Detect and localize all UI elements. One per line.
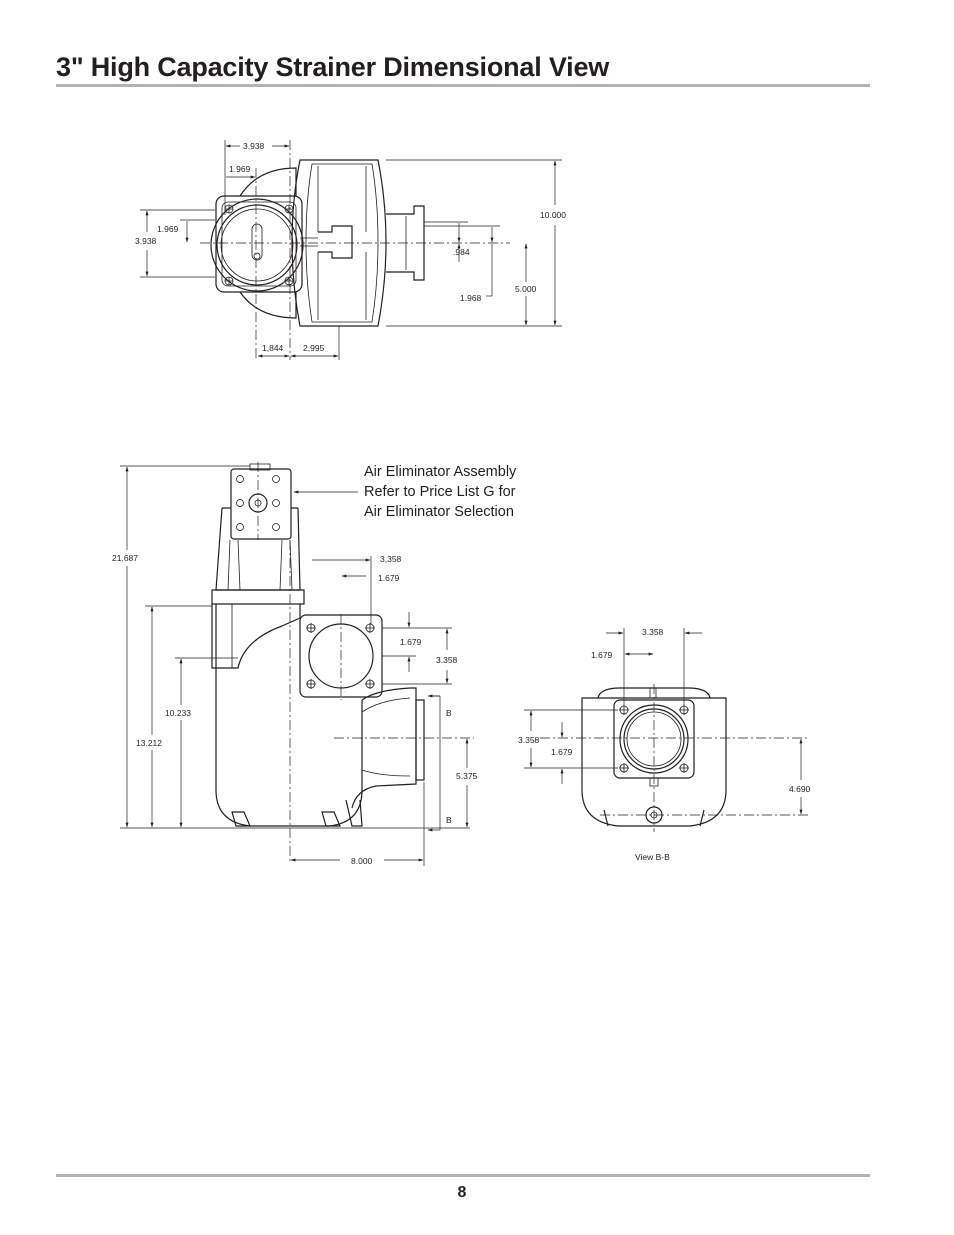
title-divider: [56, 84, 870, 87]
dim-21687: 21.687: [112, 553, 138, 563]
dim-5000: 5.000: [515, 284, 537, 294]
dim-1844: 1,844: [262, 343, 284, 353]
view-bb-dimensions: 3.358 1.679 3.358 1.679 4.690: [518, 627, 811, 815]
dim-bb-4690: 4.690: [789, 784, 811, 794]
side-view: Air Eliminator Assembly Refer to Price L…: [112, 462, 517, 866]
footer-divider: [56, 1174, 870, 1177]
top-view-dimensions: 3.938 1.969 1.969 3.938 .984 1.968: [135, 140, 566, 360]
callout-line-3: Air Eliminator Selection: [364, 504, 514, 520]
dim-1969-vertical: 1.969: [157, 224, 179, 234]
dim-3938-horizontal: 3.938: [243, 141, 265, 151]
dim-bb-1679-top: 1.679: [591, 650, 613, 660]
dim-3358-top: 3,358: [380, 554, 402, 564]
dim-2995: 2,995: [303, 343, 325, 353]
dim-5375: 5.375: [456, 771, 478, 781]
dim-1679-right: 1.679: [400, 637, 422, 647]
side-view-dimensions: 21.687 13.212 10.233 3,358 1.679 1.67: [112, 465, 478, 866]
dim-1969-horizontal: 1.969: [229, 164, 251, 174]
air-eliminator-assembly: [211, 463, 305, 605]
strainer-body: [211, 604, 425, 827]
dim-1968: 1.968: [460, 293, 482, 303]
dim-984: .984: [453, 247, 470, 257]
dim-13212: 13.212: [136, 738, 162, 748]
side-view-centerlines: [257, 462, 474, 862]
view-bb: 3.358 1.679 3.358 1.679 4.690 View B-B: [518, 627, 811, 862]
page-title: 3" High Capacity Strainer Dimensional Vi…: [56, 52, 610, 82]
top-view-centerlines: [200, 140, 510, 360]
callout-line-1: Air Eliminator Assembly: [364, 464, 517, 480]
dim-10000: 10.000: [540, 210, 566, 220]
section-marker-b-top: B: [446, 708, 452, 718]
dim-3358-right: 3.358: [436, 655, 458, 665]
dim-8000: 8.000: [351, 856, 373, 866]
callout-line-2: Refer to Price List G for: [364, 484, 516, 500]
top-view: 3.938 1.969 1.969 3.938 .984 1.968: [135, 140, 566, 360]
view-bb-caption: View B-B: [635, 852, 670, 862]
dim-10233: 10.233: [165, 708, 191, 718]
top-view-body: [210, 159, 425, 327]
dim-1679-top: 1.679: [378, 573, 400, 583]
dim-bb-3358-top: 3.358: [642, 627, 664, 637]
section-marker-b-bottom: B: [446, 815, 452, 825]
dim-3938-vertical: 3.938: [135, 236, 157, 246]
dim-bb-3358-left: 3.358: [518, 735, 540, 745]
view-bb-centerlines: [540, 684, 808, 832]
page-number: 8: [457, 1184, 467, 1201]
dim-bb-1679-left: 1.679: [551, 747, 573, 757]
